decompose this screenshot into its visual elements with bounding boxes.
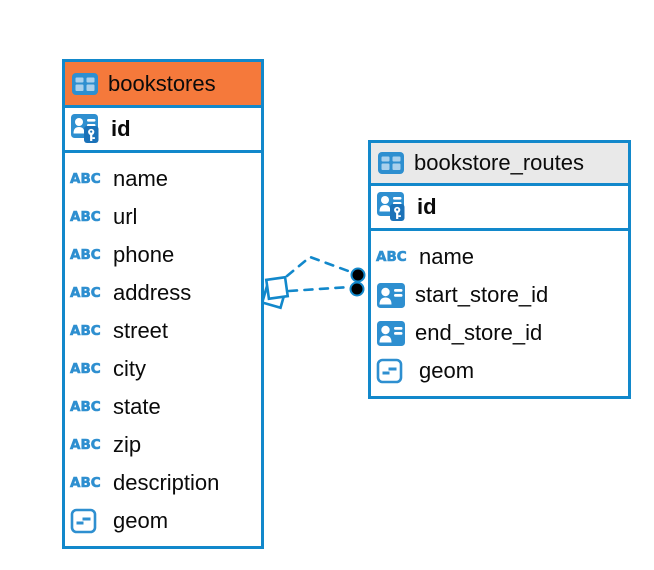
primary-key-icon (377, 192, 405, 221)
table-icon (72, 72, 98, 95)
column-row[interactable]: ABC state (70, 394, 161, 419)
text-type-icon: ABC (70, 171, 101, 188)
column-row[interactable]: ABC url (70, 204, 138, 229)
column-row[interactable]: start_store_id (371, 276, 628, 314)
geometry-type-icon (376, 358, 403, 384)
text-type-icon: ABC (70, 437, 101, 454)
primary-key-icon (71, 114, 99, 143)
table-title: bookstores (108, 70, 216, 96)
table-bookstores-header[interactable]: bookstores (65, 62, 261, 108)
geometry-type-icon (70, 508, 97, 534)
column-row[interactable]: ABC address (70, 280, 192, 305)
text-type-icon: ABC (70, 361, 101, 378)
column-row[interactable]: ABC name (70, 166, 169, 191)
table-icon (378, 152, 404, 174)
column-row[interactable]: ABC zip (70, 432, 142, 457)
table-bookstores-columns: ABC name ABC url ABC phone ABC address A… (65, 153, 261, 546)
text-type-icon: ABC (70, 209, 101, 226)
column-row[interactable]: geom (65, 502, 261, 540)
text-type-icon: ABC (376, 249, 407, 266)
pk-row[interactable]: id (65, 108, 261, 153)
text-type-icon: ABC (70, 323, 101, 340)
text-type-icon: ABC (70, 247, 101, 264)
column-row[interactable]: ABC street (70, 318, 169, 343)
table-bookstore-routes-header[interactable]: bookstore_routes (371, 143, 628, 186)
text-type-icon: ABC (70, 399, 101, 416)
column-row[interactable]: ABC city (70, 356, 146, 381)
foreign-key-icon (377, 282, 405, 308)
table-bookstore-routes-columns: ABC name start_store_id (371, 231, 628, 396)
foreign-key-icon (377, 320, 405, 346)
column-row[interactable]: ABC name (376, 244, 475, 269)
pk-row[interactable]: id (371, 186, 628, 231)
table-bookstore-routes[interactable]: bookstore_routes id ABC name (368, 140, 631, 399)
pk-label: id (111, 116, 131, 141)
text-type-icon: ABC (70, 285, 101, 302)
text-type-icon: ABC (70, 475, 101, 492)
table-title: bookstore_routes (414, 150, 584, 175)
column-row[interactable]: end_store_id (371, 314, 628, 352)
table-bookstores[interactable]: bookstores id ABC name AB (62, 59, 264, 549)
relationship-line[interactable] (285, 255, 353, 293)
column-row[interactable]: ABC description (70, 470, 220, 495)
pk-label: id (417, 194, 437, 219)
column-row[interactable]: ABC phone (70, 242, 175, 267)
relationship-endpoint-dots[interactable] (349, 267, 366, 297)
relationship-source-symbol[interactable] (260, 275, 290, 310)
column-row[interactable]: geom (371, 352, 628, 390)
